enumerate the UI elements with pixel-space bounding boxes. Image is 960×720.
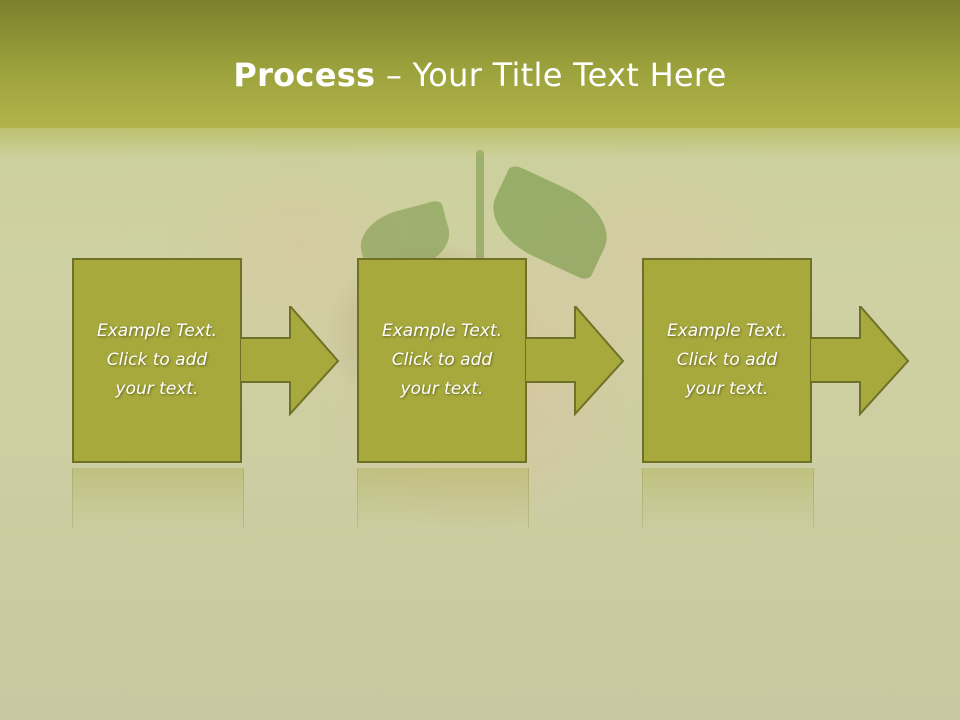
- step-text-line: Example Text.: [96, 321, 218, 341]
- step-text-line: your text.: [400, 379, 484, 399]
- process-step-3: Example Text. Click to add your text.: [642, 258, 960, 528]
- slide-title-bold: Process: [233, 56, 376, 94]
- step-text-line: Click to add: [106, 350, 208, 370]
- step-box-1[interactable]: Example Text. Click to add your text.: [72, 258, 242, 463]
- process-step-2: Example Text. Click to add your text.: [357, 258, 697, 528]
- step-reflection: [642, 468, 814, 528]
- step-text-line: your text.: [115, 379, 199, 399]
- seedling-stem: [476, 150, 484, 260]
- title-bar-fade: [0, 128, 960, 158]
- slide-title[interactable]: Process – Your Title Text Here: [0, 50, 960, 100]
- arrow-right-icon: [810, 306, 910, 416]
- arrow-right-icon: [240, 306, 340, 416]
- step-text-line: Click to add: [391, 350, 493, 370]
- step-box-2[interactable]: Example Text. Click to add your text.: [357, 258, 527, 463]
- step-box-3[interactable]: Example Text. Click to add your text.: [642, 258, 812, 463]
- process-step-1: Example Text. Click to add your text.: [72, 258, 412, 528]
- step-text-line: your text.: [685, 379, 769, 399]
- arrow-right-icon: [525, 306, 625, 416]
- step-reflection: [357, 468, 529, 528]
- step-text-line: Example Text.: [666, 321, 788, 341]
- slide-title-rest: – Your Title Text Here: [375, 56, 727, 94]
- title-bar: [0, 0, 960, 128]
- step-text-line: Click to add: [676, 350, 778, 370]
- step-text-line: Example Text.: [381, 321, 503, 341]
- step-reflection: [72, 468, 244, 528]
